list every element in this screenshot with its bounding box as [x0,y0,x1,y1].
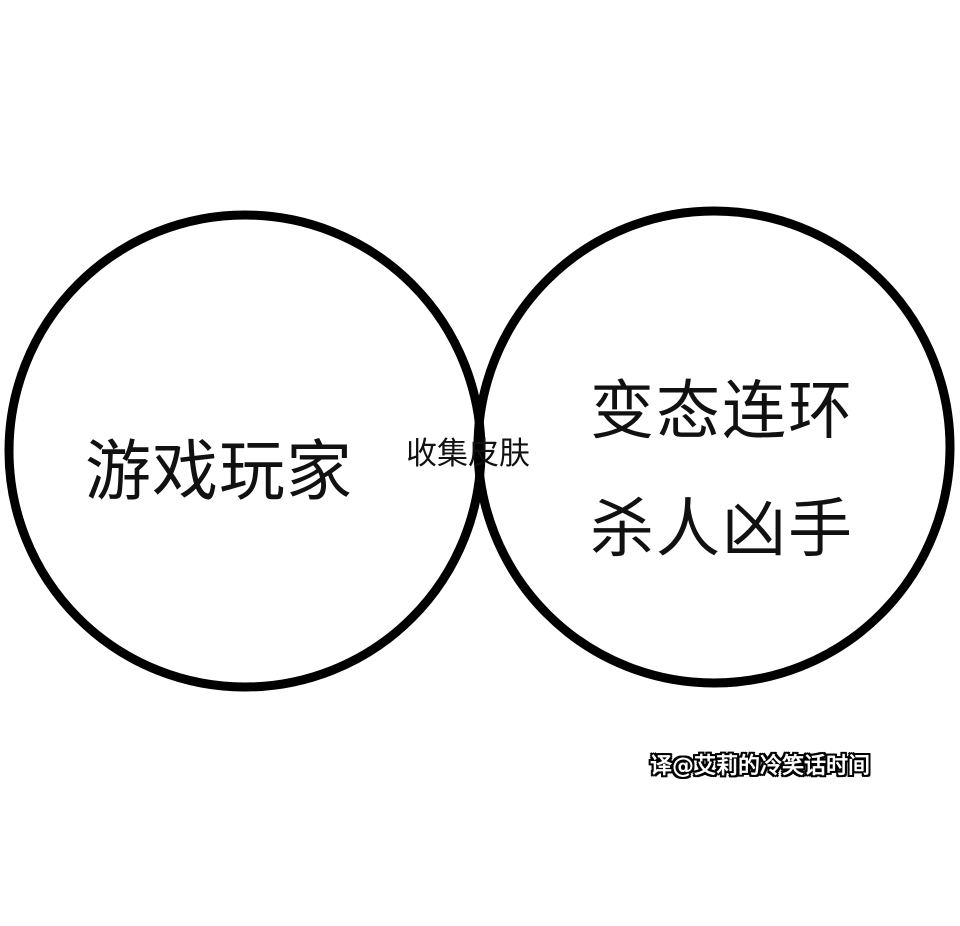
right-set-label-line1: 变态连环 [590,375,854,449]
intersection-label: 收集皮肤 [406,436,530,472]
right-set-label-line2: 杀人凶手 [590,493,854,567]
right-circle [473,206,955,688]
left-set-label: 游戏玩家 [85,433,353,510]
watermark-text: 译@艾莉的冷笑话时间 [650,754,871,779]
